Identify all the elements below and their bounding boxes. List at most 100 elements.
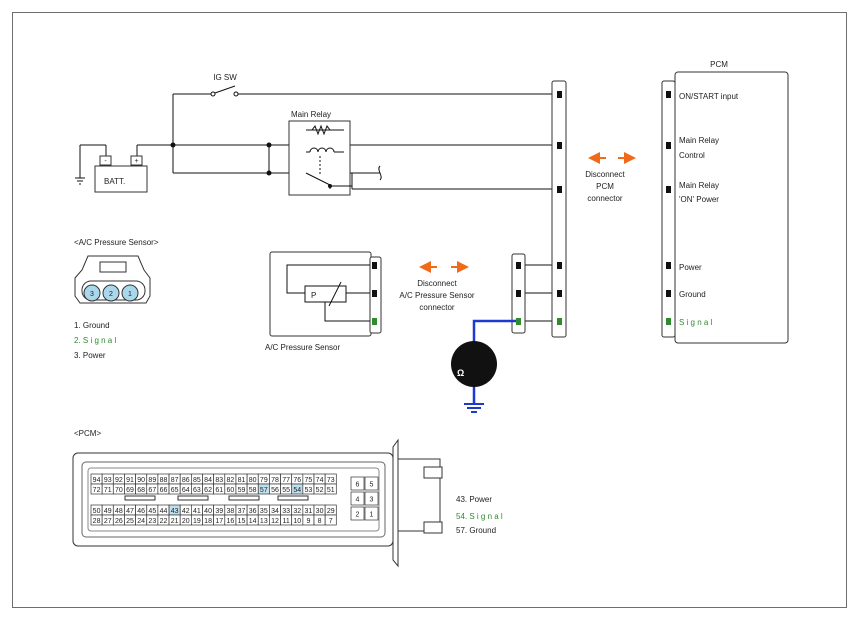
diagram-frame	[12, 12, 847, 608]
pcm-pin-90: 90	[135, 473, 148, 485]
pcm-pin-84: 84	[202, 473, 214, 485]
svg-text:43: 43	[171, 508, 179, 515]
pcm-pin-66: 66	[157, 483, 170, 495]
pcm-main-relay-control-1: Main Relay	[679, 136, 719, 145]
pcm-pin-23: 23	[146, 514, 159, 526]
pcm-pin-55: 55	[280, 483, 293, 495]
pcm-pin-5-small: 5	[364, 476, 379, 491]
disconnect-pcm-line3: connector	[587, 194, 622, 203]
svg-text:36: 36	[249, 508, 257, 515]
svg-text:58: 58	[249, 487, 257, 494]
svg-text:26: 26	[115, 518, 123, 525]
svg-text:90: 90	[137, 477, 145, 484]
main-relay-label: Main Relay	[291, 110, 331, 119]
svg-text:17: 17	[215, 518, 223, 525]
pcm-pin-39: 39	[213, 504, 226, 516]
pcm-pin-75: 75	[302, 473, 315, 485]
pcm-pin-67: 67	[146, 483, 159, 495]
battery: - + BATT.	[75, 155, 148, 193]
pcm-pin-42: 42	[179, 504, 192, 516]
pcm-pin-58: 58	[246, 483, 259, 495]
disconnect-sensor-line3: connector	[419, 303, 454, 312]
svg-text:16: 16	[226, 518, 234, 525]
sensor-pin-ground: 1. Ground	[74, 321, 110, 330]
pcm-pin-70: 70	[112, 483, 125, 495]
pcm-pin-7: 7	[324, 514, 337, 526]
svg-text:89: 89	[148, 477, 156, 484]
disconnect-sensor-line2: A/C Pressure Sensor	[399, 291, 474, 300]
pcm-power: Power	[679, 263, 702, 272]
svg-text:14: 14	[249, 518, 257, 525]
svg-text:70: 70	[115, 487, 123, 494]
disconnect-sensor-callout: Disconnect A/C Pressure Sensor connector	[399, 261, 475, 312]
svg-text:28: 28	[93, 518, 101, 525]
svg-text:11: 11	[282, 518, 289, 525]
svg-text:35: 35	[260, 508, 268, 515]
ac-pressure-sensor: P A/C Pressure Sensor	[265, 251, 382, 352]
svg-text:73: 73	[327, 477, 335, 484]
svg-text:31: 31	[305, 508, 313, 515]
svg-text:79: 79	[260, 477, 268, 484]
svg-text:65: 65	[171, 487, 179, 494]
pcm-pin-25: 25	[124, 514, 136, 526]
svg-text:18: 18	[204, 518, 212, 525]
svg-text:78: 78	[271, 477, 279, 484]
pcm-main-relay-control-2: Control	[679, 151, 705, 160]
svg-text:53: 53	[305, 487, 313, 494]
svg-text:67: 67	[148, 487, 156, 494]
pcm-pin-92: 92	[112, 473, 125, 485]
svg-text:76: 76	[293, 477, 301, 484]
svg-text:68: 68	[137, 487, 145, 494]
disconnect-pcm-line2: PCM	[596, 182, 614, 191]
pcm-pin-43: 43	[168, 504, 181, 516]
pcm-main-relay-on-power-1: Main Relay	[679, 181, 719, 190]
pcm-pin-73: 73	[324, 473, 337, 485]
svg-text:1: 1	[370, 512, 374, 519]
pcm-pin-3-small: 3	[364, 491, 379, 506]
battery-minus: -	[104, 158, 107, 165]
pcm-pin-54-label: 54. S i g n a l	[456, 512, 503, 521]
svg-text:45: 45	[148, 508, 156, 515]
pcm-pin-2-small: 2	[350, 506, 365, 521]
pcm-pin-72: 72	[90, 483, 103, 495]
pcm-pin-65: 65	[168, 483, 181, 495]
svg-text:19: 19	[193, 518, 201, 525]
svg-text:9: 9	[306, 518, 310, 525]
pcm-pin-22: 22	[157, 514, 170, 526]
pcm-pin-1-small: 1	[364, 506, 379, 521]
svg-text:93: 93	[104, 477, 112, 484]
svg-text:77: 77	[282, 477, 290, 484]
svg-text:40: 40	[204, 508, 212, 515]
pcm-pin-44: 44	[157, 504, 170, 516]
pcm-pin-40: 40	[202, 504, 214, 516]
pcm-pin-34: 34	[269, 504, 281, 516]
battery-plus: +	[134, 158, 138, 165]
svg-text:48: 48	[115, 508, 123, 515]
svg-text:61: 61	[215, 487, 223, 494]
svg-text:2: 2	[356, 512, 360, 519]
svg-text:37: 37	[238, 508, 246, 515]
svg-text:75: 75	[305, 477, 313, 484]
sensor-p-symbol: P	[311, 291, 316, 300]
pcm-title: PCM	[710, 60, 728, 69]
pcm-pin-46: 46	[135, 504, 148, 516]
pcm-pin-29: 29	[324, 504, 337, 516]
pcm-pin-50: 50	[90, 504, 103, 516]
pcm-pin-17: 17	[213, 514, 226, 526]
svg-text:10: 10	[293, 518, 301, 525]
pcm-module: PCM ON/START input Main Relay Control Ma…	[661, 60, 789, 344]
svg-text:41: 41	[193, 508, 201, 515]
sensor-harness-connector	[511, 253, 526, 334]
multimeter-ohm-symbol: Ω	[457, 368, 464, 378]
pcm-pin-94: 94	[90, 473, 103, 485]
sensor-pin-3: 3	[83, 284, 101, 302]
sensor-pin-signal: 2. S i g n a l	[74, 336, 116, 345]
svg-text:71: 71	[104, 487, 112, 494]
pcm-pin-19: 19	[191, 514, 203, 526]
pcm-pin-68: 68	[135, 483, 148, 495]
sensor-pin-1: 1	[121, 284, 139, 302]
pcm-pin-88: 88	[157, 473, 170, 485]
pcm-pin-21: 21	[168, 514, 181, 526]
pcm-pin-24: 24	[135, 514, 148, 526]
